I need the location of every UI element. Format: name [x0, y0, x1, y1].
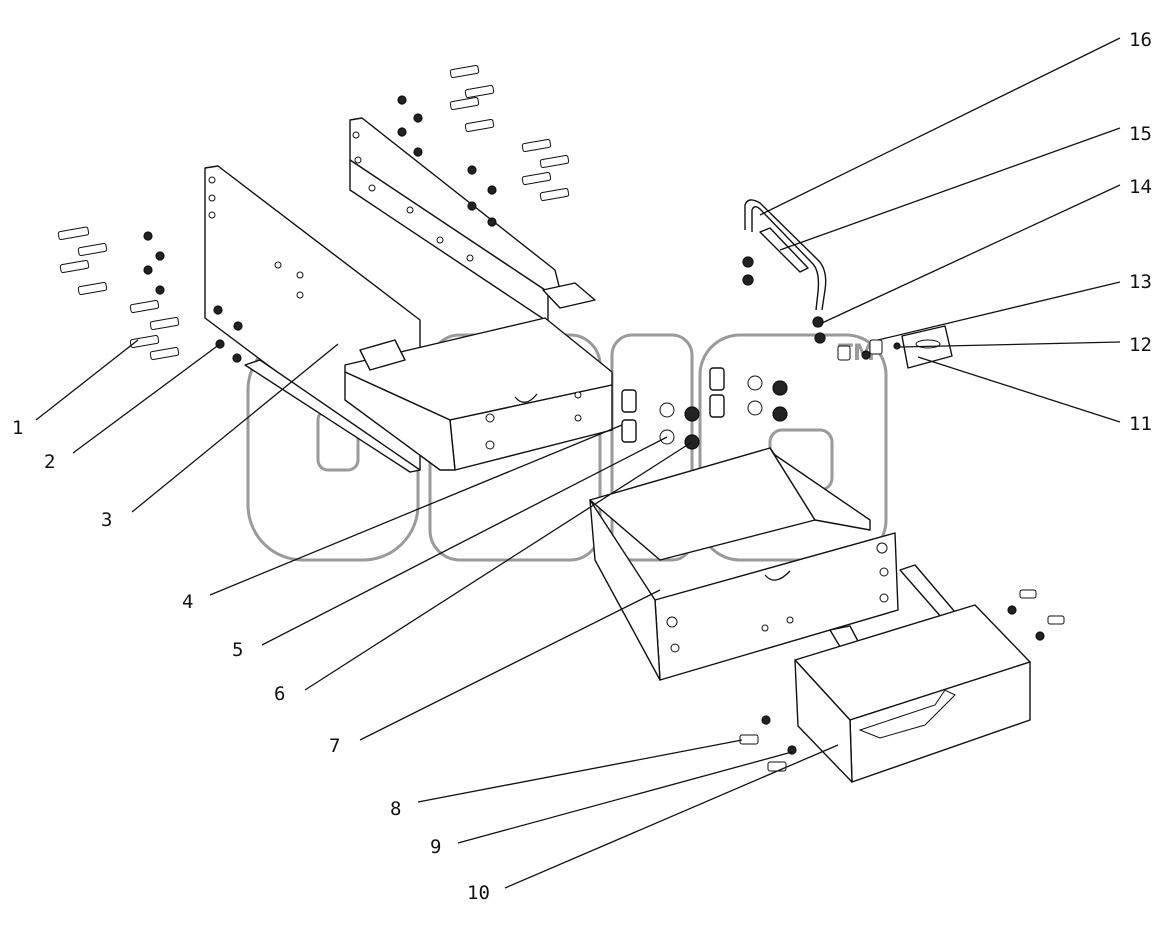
callout-13: 13: [1129, 271, 1152, 293]
callout-14: 14: [1129, 176, 1152, 198]
callout-11: 11: [1129, 413, 1152, 435]
fastener-group-left: [57, 226, 243, 363]
callout-labels: 1 2 3 4 5 6 7 8 9 10 11 12 13 14 15 16: [12, 29, 1152, 904]
callout-2: 2: [44, 451, 55, 473]
callout-8: 8: [390, 798, 401, 820]
bottom-tray: [794, 604, 1031, 783]
front-frame-box: [589, 447, 956, 681]
fastener-group-top: [397, 64, 570, 227]
callout-6: 6: [274, 683, 285, 705]
fastener-group-center: [621, 367, 788, 450]
fastener-group-tray: [739, 589, 1065, 772]
rear-frame-box: [344, 282, 613, 471]
fastener-group-bracket: [837, 339, 901, 361]
callout-16: 16: [1129, 29, 1152, 51]
callout-4: 4: [182, 591, 193, 613]
u-bolt: [742, 199, 827, 344]
callout-3: 3: [101, 509, 112, 531]
callout-9: 9: [430, 836, 441, 858]
callout-10: 10: [467, 882, 490, 904]
callout-15: 15: [1129, 123, 1152, 145]
callout-1: 1: [12, 417, 23, 439]
leader-lines: [35, 37, 1121, 889]
callout-5: 5: [232, 639, 243, 661]
callout-7: 7: [329, 735, 340, 757]
callout-12: 12: [1129, 334, 1152, 356]
